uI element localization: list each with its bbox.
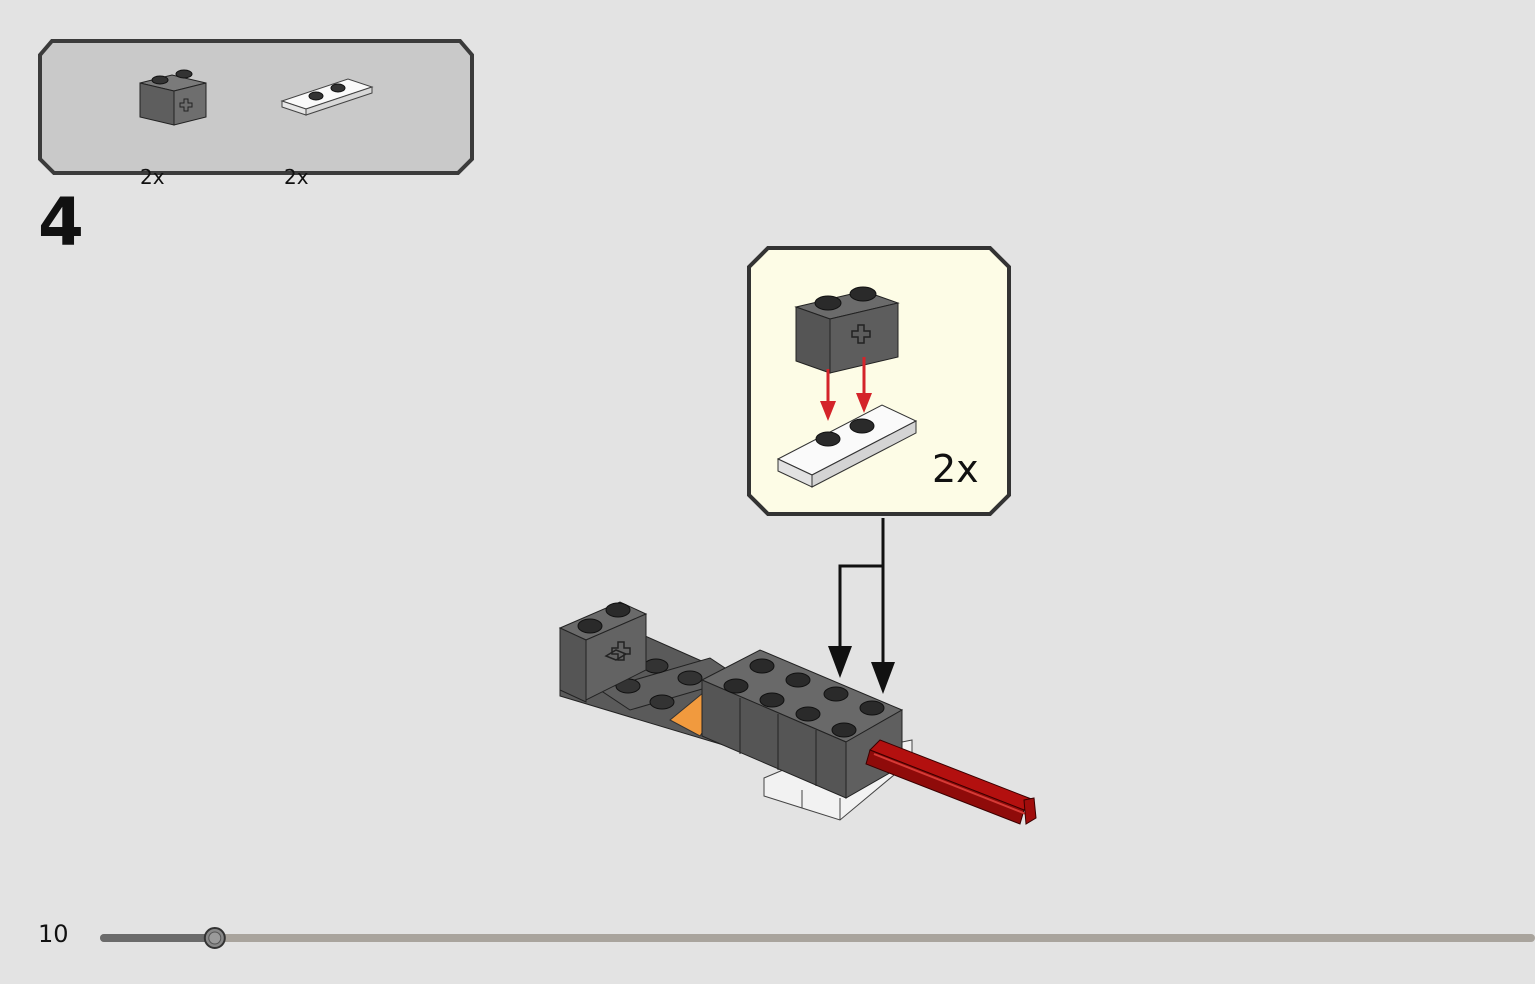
- red-axle: [865, 739, 1037, 825]
- part-quantity-1: 2x: [140, 165, 165, 189]
- callout-red-arrows: [820, 357, 872, 421]
- model-illustration: [558, 518, 1037, 825]
- callout-white-plate: [776, 404, 918, 488]
- parts-list-frame: [38, 39, 474, 175]
- sub-assembly-callout: 2x: [746, 245, 1012, 519]
- technic-brick-part-icon: [139, 69, 207, 126]
- parts-list-box: 2x 2x: [38, 39, 474, 187]
- callout-quantity: 2x: [932, 447, 979, 491]
- technic-angle-brick: [558, 601, 648, 703]
- callout-frame: [747, 246, 1011, 516]
- part-quantity-2: 2x: [284, 165, 309, 189]
- step-number: 4: [38, 184, 84, 261]
- white-plate-part-icon: [280, 78, 374, 116]
- model-assembly: [540, 510, 1060, 840]
- page-number: 10: [38, 920, 69, 948]
- progress-bar: [100, 927, 1535, 949]
- progress-fill: [100, 934, 215, 942]
- progress-track: [100, 927, 1535, 949]
- callout-technic-brick: [794, 286, 900, 374]
- callout-connector-arrows: [828, 518, 895, 694]
- front-brick-stack: [700, 649, 904, 799]
